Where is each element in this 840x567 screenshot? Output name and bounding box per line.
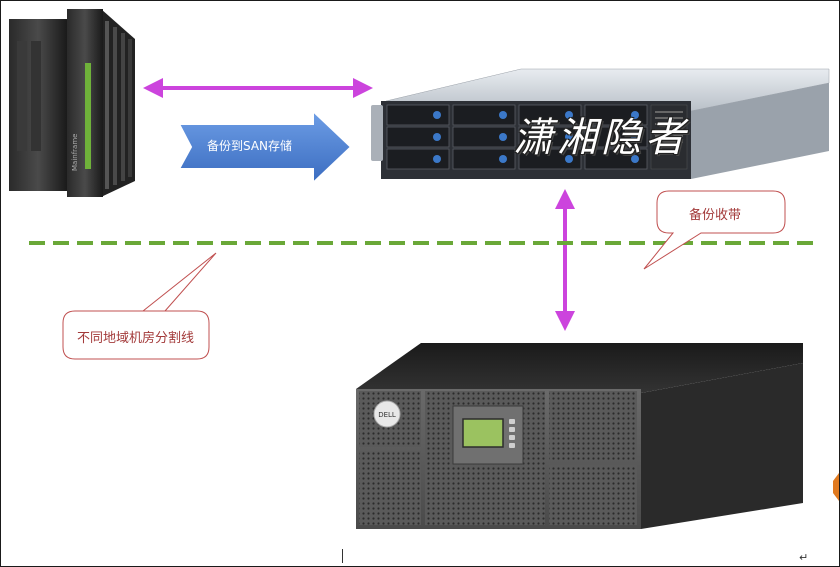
tape-library: DELL xyxy=(356,343,803,529)
datacenter-divider-label: 不同地域机房分割线 xyxy=(77,331,195,346)
datacenter-divider-callout xyxy=(62,252,217,360)
backup-tape-label: 备份收带 xyxy=(689,208,742,223)
mainframe-badge: Mainframe xyxy=(71,134,79,171)
author-watermark: 潇湘隐者 xyxy=(513,115,689,161)
edge-shape-fragment xyxy=(833,473,839,501)
san-tape-link-arrow xyxy=(555,189,575,331)
backup-to-san-label: 备份到SAN存储 xyxy=(207,139,293,153)
mainframe-server: Mainframe xyxy=(9,9,135,197)
dell-logo: DELL xyxy=(378,411,396,419)
text-cursor xyxy=(342,549,343,563)
mainframe-san-link-arrow xyxy=(143,78,373,98)
san-storage-server xyxy=(371,68,830,179)
backup-to-san-arrow xyxy=(177,108,353,186)
return-mark: ↵ xyxy=(799,551,809,564)
backup-tape-callout xyxy=(643,190,786,270)
